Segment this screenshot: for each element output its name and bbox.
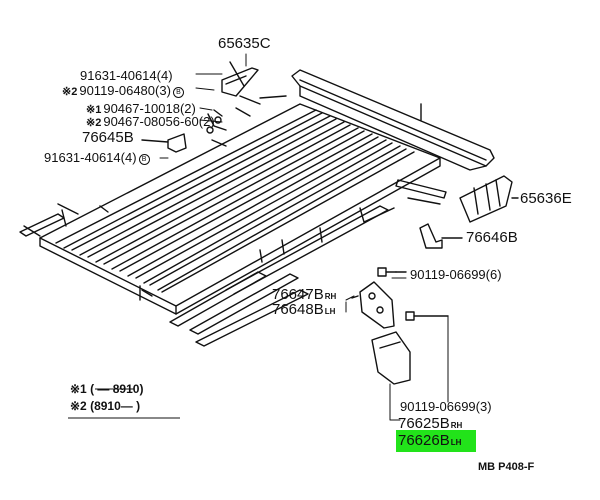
legend-row-1: ※1 ( — 8910) [70, 383, 143, 395]
label-76626b: 76626BLH [398, 433, 461, 448]
legend-row-1-mark: ※1 [70, 382, 87, 396]
label-76625b-text: 76625B [398, 415, 450, 432]
highlight-76626b [396, 430, 476, 452]
label-76648b-text: 76648B [272, 301, 324, 318]
label-76626b-side: LH [450, 438, 462, 447]
label-90119-06480-suffix: B [172, 87, 184, 98]
mark-star2-a: ※2 [62, 86, 78, 98]
label-65636e: 65636E [520, 190, 572, 207]
plate-76647b [351, 281, 395, 329]
legend-row-2: ※2 (8910— ) [70, 400, 140, 412]
bolt-90119-06699-3 [405, 311, 449, 321]
label-91631-mid-text: 91631-40614(4) [44, 150, 137, 165]
cover-76625b [371, 331, 411, 385]
cross-members [19, 95, 447, 347]
legend-row-2-mark: ※2 [70, 399, 87, 413]
label-91631-mid-suffix: B [138, 154, 150, 165]
label-76625b: 76625BRH [398, 416, 462, 431]
leader-lines [159, 53, 449, 421]
label-91631-top: 91631-40614(4) [80, 68, 173, 83]
label-76648b: 76648BLH [272, 302, 335, 317]
mark-star1: ※1 [86, 104, 102, 116]
label-91631-mid: 91631-40614(4)B [44, 151, 150, 165]
label-90467-08056-text: 90467-08056-60(2) [103, 114, 215, 129]
page-code: MB P408-F [478, 461, 535, 473]
bracket-76646b [419, 223, 463, 249]
label-76647b-text: 76647B [272, 286, 324, 303]
label-90119-06480-text: 90119-06480(3) [79, 83, 171, 98]
label-90467-10018-text: 90467-10018(2) [103, 101, 196, 116]
label-76626b-text: 76626B [398, 432, 450, 449]
side-rail [291, 69, 495, 171]
label-76647b-side: RH [324, 292, 337, 301]
legend-row-1-range: ( — 8910) [90, 382, 144, 396]
label-76647b: 76647BRH [272, 287, 336, 302]
bracket-65635c [221, 61, 259, 97]
bracket-76645b [141, 133, 187, 153]
label-65635c: 65635C [218, 35, 271, 52]
small-screws [206, 109, 223, 134]
legend-row-2-range: (8910— ) [90, 399, 141, 413]
bolt-90119-06699-6 [377, 267, 407, 277]
label-76646b: 76646B [466, 229, 518, 246]
block-65636e [459, 175, 519, 223]
label-90119-06699-6: 90119-06699(6) [410, 267, 502, 282]
label-76648b-side: LH [324, 307, 336, 316]
floor-panel [39, 103, 441, 315]
label-76625b-side: RH [450, 421, 463, 430]
label-76645b: 76645B [82, 129, 134, 146]
label-90119-06699-3: 90119-06699(3) [400, 399, 492, 414]
mark-star2-b: ※2 [86, 117, 102, 129]
